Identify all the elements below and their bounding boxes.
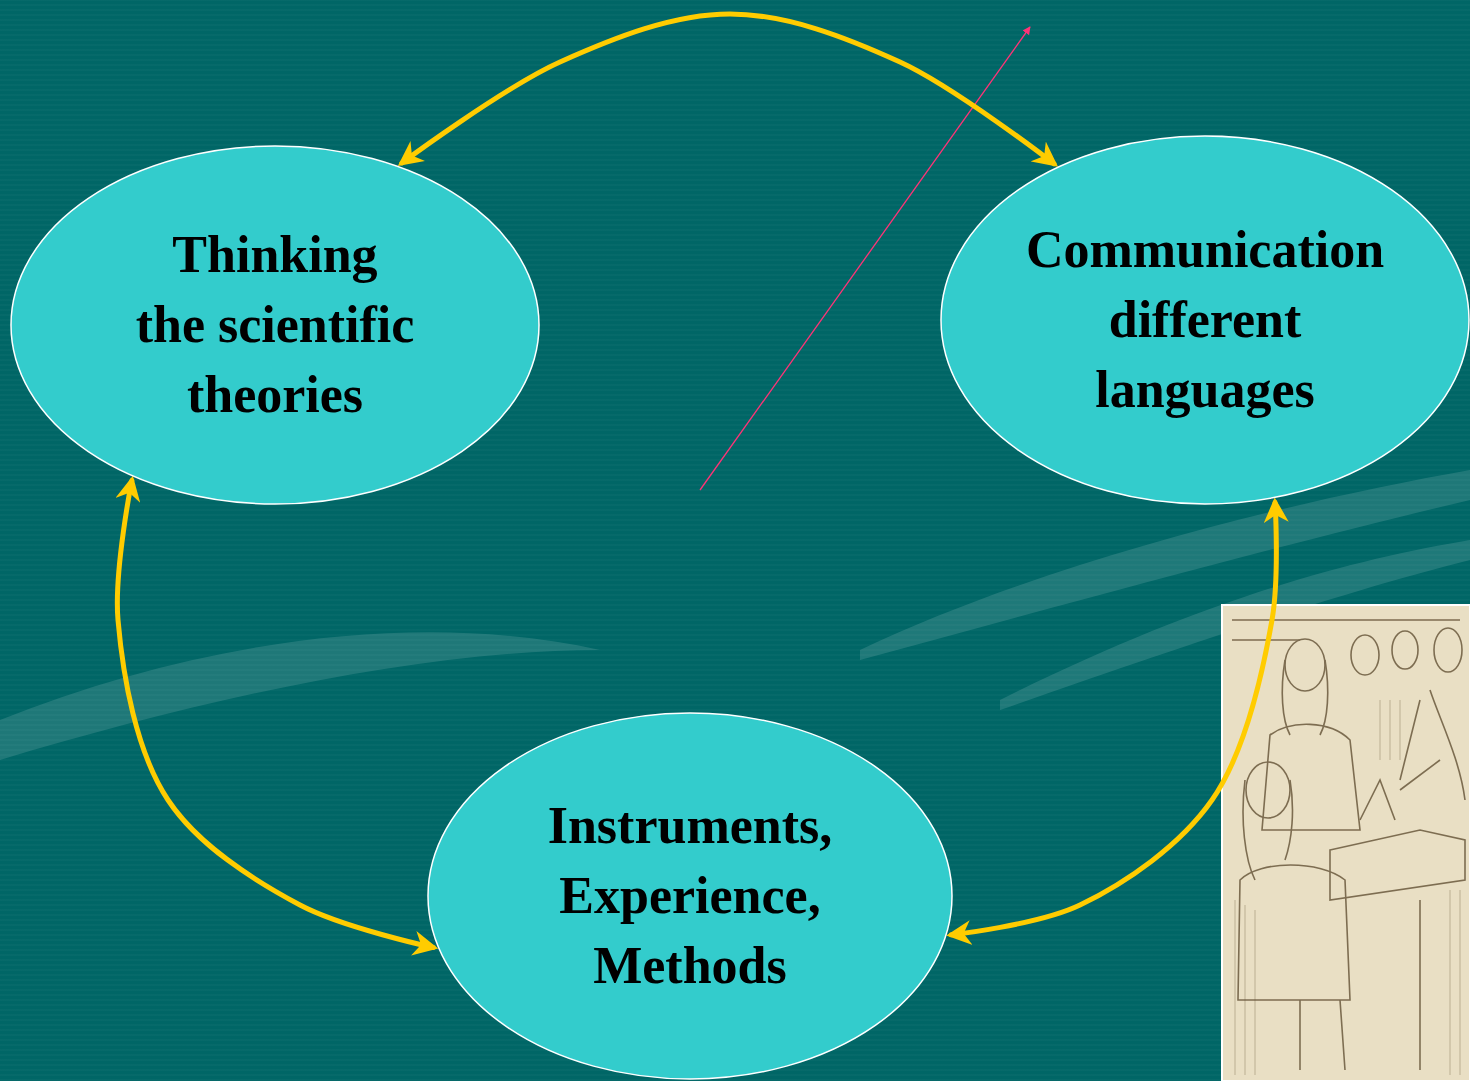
node-label: Instruments, Experience, Methods (548, 791, 833, 1001)
double-arrow-connector (951, 502, 1276, 934)
node-label: Communication different languages (1026, 215, 1384, 425)
concept-ellipse: Instruments, Experience, Methods (427, 712, 953, 1080)
double-arrow-connector (402, 14, 1054, 164)
node-label: Thinking the scientific theories (136, 220, 415, 430)
concept-ellipse: Thinking the scientific theories (10, 145, 540, 505)
concept-ellipse: Communication different languages (940, 135, 1470, 505)
double-arrow-connector (117, 481, 433, 948)
